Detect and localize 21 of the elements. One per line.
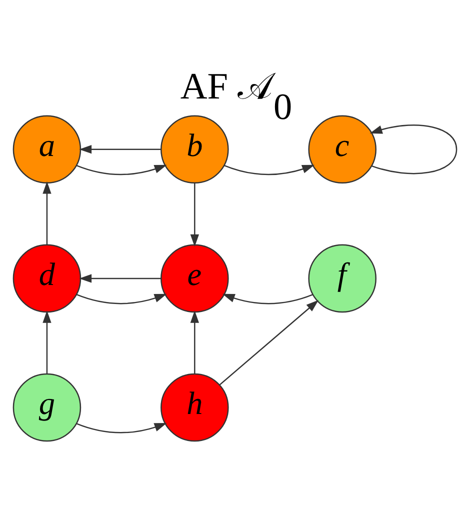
arrow (76, 422, 167, 433)
node-circle: a (12, 114, 82, 183)
arrow (79, 144, 161, 154)
arrow (42, 180, 52, 244)
arrow (219, 300, 319, 385)
node-circle: f (308, 244, 376, 312)
arrow (190, 310, 200, 374)
node-circle: g (12, 372, 82, 442)
node-circle: c (308, 114, 376, 183)
node-circle: d (12, 244, 82, 312)
node-circle: b (160, 114, 229, 183)
arrow (79, 274, 161, 282)
arrow (224, 164, 315, 175)
arrow (42, 310, 52, 374)
arrow (190, 182, 200, 246)
arrow (222, 293, 314, 304)
node-circle: e (160, 244, 229, 312)
arrow (76, 164, 167, 175)
arrow (370, 124, 458, 174)
arrow (76, 293, 167, 304)
node-circle: h (160, 372, 229, 442)
